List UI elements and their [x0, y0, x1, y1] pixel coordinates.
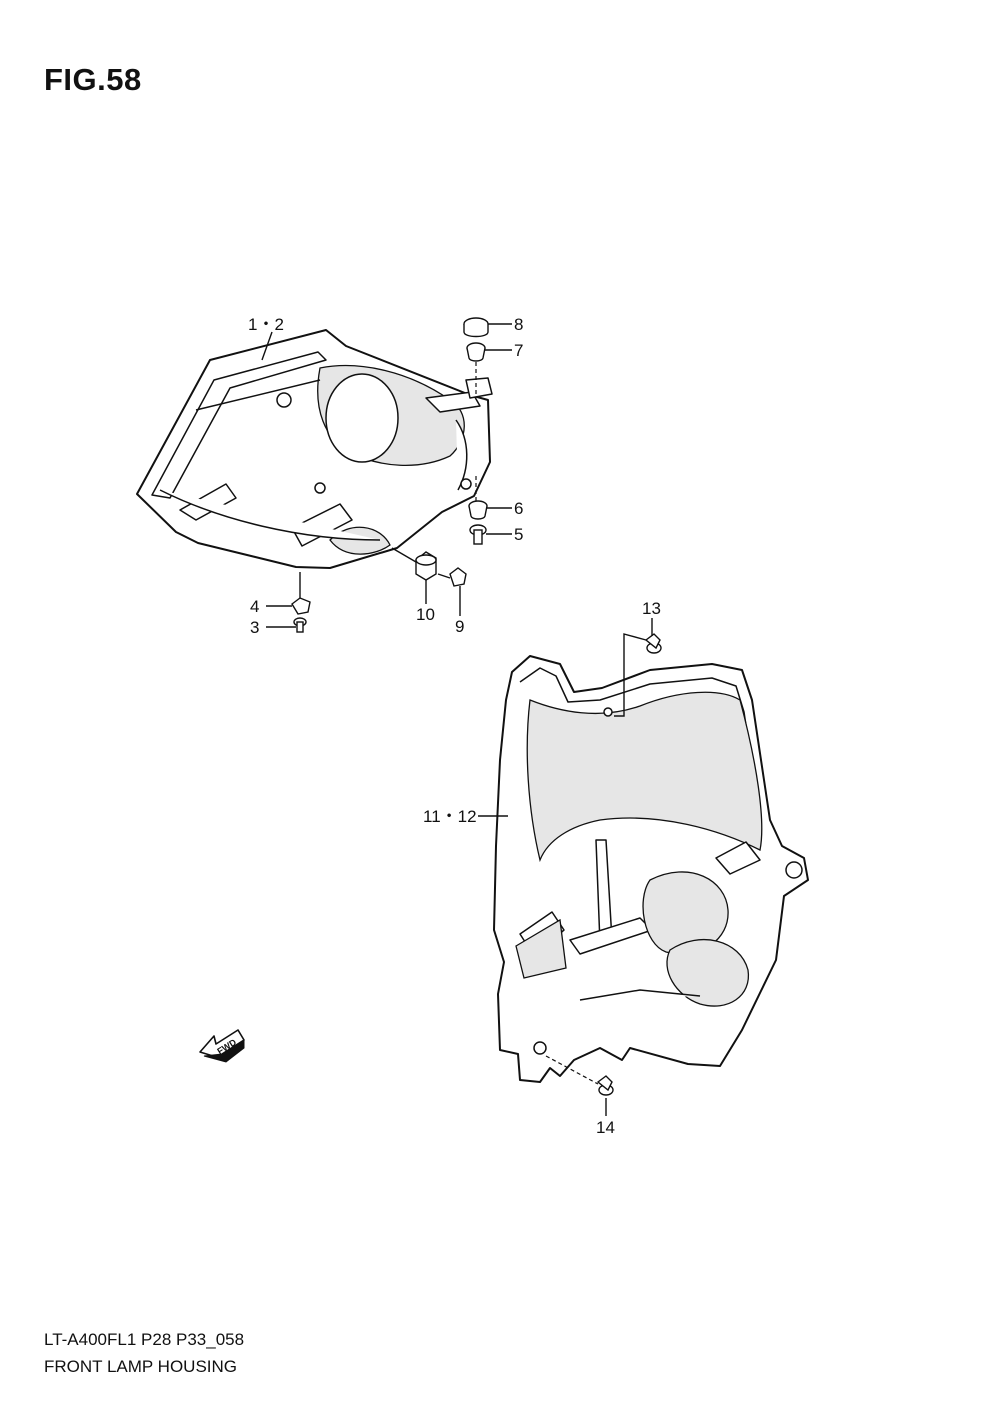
bolt-part-9[interactable] [437, 567, 467, 587]
callout-14: 14 [596, 1118, 615, 1137]
callout-5: 5 [514, 525, 523, 544]
collar-part-7[interactable] [466, 342, 486, 362]
screw-part-5[interactable] [469, 524, 487, 545]
clip-part-13[interactable] [644, 633, 662, 654]
model-code: LT-A400FL1 P28 P33_058 [44, 1330, 245, 1349]
callout-13: 13 [642, 599, 661, 618]
callout-7: 7 [514, 341, 523, 360]
callout-10: 10 [416, 605, 435, 624]
figure-title: FIG.58 [44, 62, 142, 97]
forward-arrow-icon: FWD [199, 1029, 245, 1063]
collar-part-6[interactable] [468, 500, 488, 520]
callout-11-12: 11・12 [423, 807, 477, 826]
callout-8: 8 [514, 315, 523, 334]
callout-3: 3 [250, 618, 259, 637]
lamp-housing-part[interactable] [136, 329, 493, 569]
leader-lines [261, 323, 653, 1116]
grommet-part-8[interactable] [463, 317, 489, 338]
callout-4: 4 [250, 597, 259, 616]
cushion-part-10[interactable] [415, 551, 437, 581]
callout-1-2: 1・2 [248, 315, 284, 334]
callout-6: 6 [514, 499, 523, 518]
figure-name: FRONT LAMP HOUSING [44, 1357, 238, 1376]
nut-part-4[interactable] [291, 597, 311, 615]
screw-part-3[interactable] [293, 617, 307, 633]
inner-cover-part[interactable] [493, 655, 809, 1083]
clip-part-14[interactable] [596, 1075, 614, 1096]
callout-9: 9 [455, 617, 464, 636]
